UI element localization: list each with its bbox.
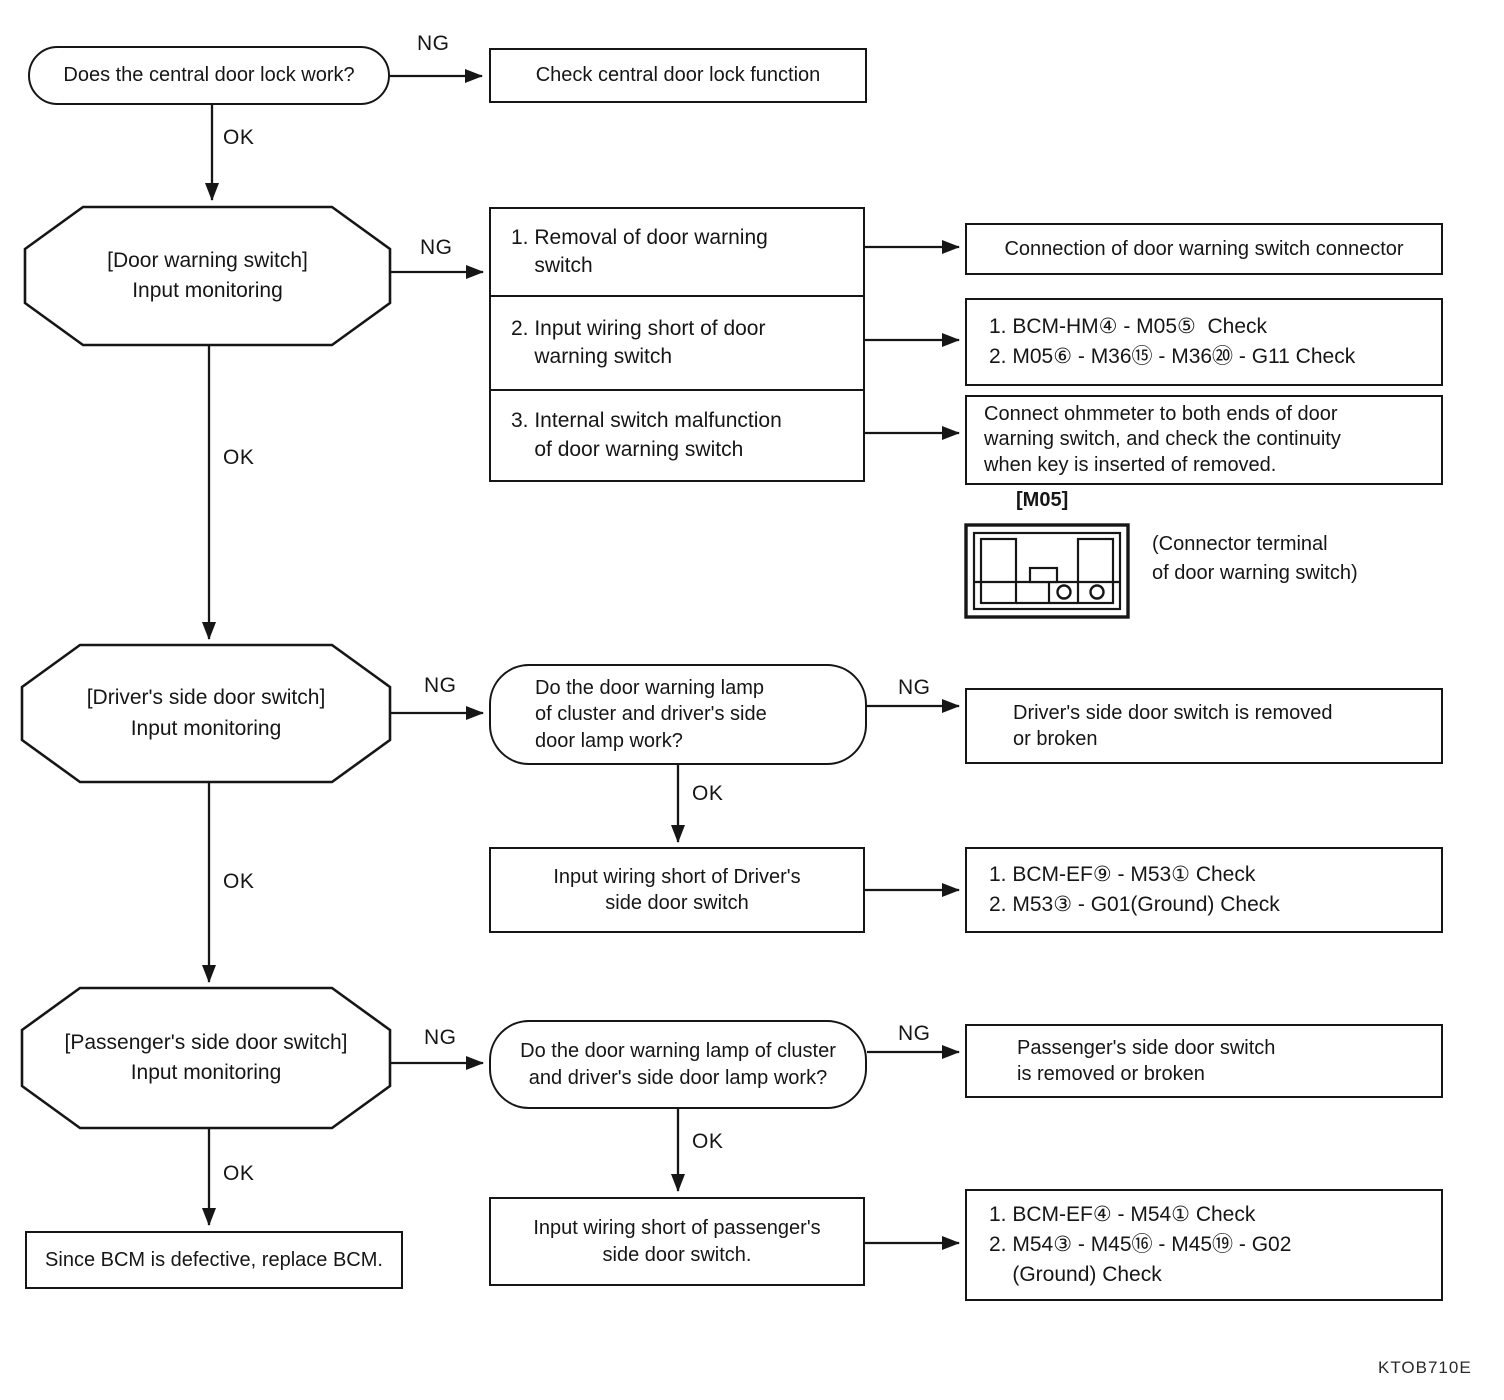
edge-label-ok-4: OK [223,870,255,893]
cause-row-3: 3. Internal switch malfunction of door w… [491,389,863,480]
wiring-passenger-node: Input wiring short of passenger's side d… [489,1197,865,1286]
edge-label-ok-6: OK [223,1162,255,1185]
edge-label-ok-3: OK [692,782,724,805]
passenger-switch-octagon-label: [Passenger's side door switch] Input mon… [64,1030,348,1084]
edge-label-ng-4: NG [898,676,931,699]
replace-bcm-node: Since BCM is defective, replace BCM. [25,1231,403,1289]
edge-label-ng-1: NG [417,32,450,55]
edge-label-ok-5: OK [692,1130,724,1153]
edge-label-ok-2: OK [223,446,255,469]
driver-lamp-question-node: Do the door warning lamp of cluster and … [489,664,867,765]
result-bcm-ef-driver-node: 1. BCM-EF⑨ - M53① Check 2. M53③ - G01(Gr… [965,847,1443,933]
edge-label-ng-2: NG [420,236,453,259]
wiring-driver-node: Input wiring short of Driver's side door… [489,847,865,933]
result-bcm-hm-node: 1. BCM-HM④ - M05⑤ Check 2. M05⑥ - M36⑮ -… [965,298,1443,386]
connector-caption: (Connector terminal of door warning swit… [1152,533,1358,584]
edge-label-ng-3: NG [424,674,457,697]
causes-box: 1. Removal of door warning switch 2. Inp… [489,207,865,482]
result-connector-label: Connection of door warning switch connec… [1004,237,1404,260]
start-node: Does the central door lock work? [28,46,390,105]
check-central-label: Check central door lock function [535,64,821,87]
octagon-driver-switch [20,643,392,784]
door-warning-octagon-label: [Door warning switch] Input monitoring [107,248,308,302]
result-bcm-ef-passenger-node: 1. BCM-EF④ - M54① Check 2. M54③ - M45⑯ -… [965,1189,1443,1301]
start-node-label: Does the central door lock work? [63,64,355,87]
flow-arrows [202,69,960,1250]
passenger-lamp-question-node: Do the door warning lamp of cluster and … [489,1020,867,1109]
check-central-node: Check central door lock function [489,48,867,103]
result-connector-node: Connection of door warning switch connec… [965,223,1443,275]
cause-row-2: 2. Input wiring short of door warning sw… [491,295,863,389]
result-ohmmeter-node: Connect ohmmeter to both ends of door wa… [965,395,1443,485]
edge-label-ng-5: NG [424,1026,457,1049]
connector-title: [M05] [1016,489,1069,511]
figure-code: KTOB710E [1378,1358,1472,1377]
edge-label-ok-1: OK [223,126,255,149]
cause-row-1: 1. Removal of door warning switch [511,225,768,277]
driver-switch-removed-node: Driver's side door switch is removed or … [965,688,1443,764]
connector-terminal-figure [964,523,1130,619]
edge-label-ng-6: NG [898,1022,931,1045]
octagon-door-warning [23,205,392,347]
octagon-outlines [20,205,392,1130]
octagon-passenger-switch [20,986,392,1130]
driver-switch-octagon-label: [Driver's side door switch] Input monito… [86,686,326,740]
passenger-switch-removed-node: Passenger's side door switch is removed … [965,1024,1443,1098]
